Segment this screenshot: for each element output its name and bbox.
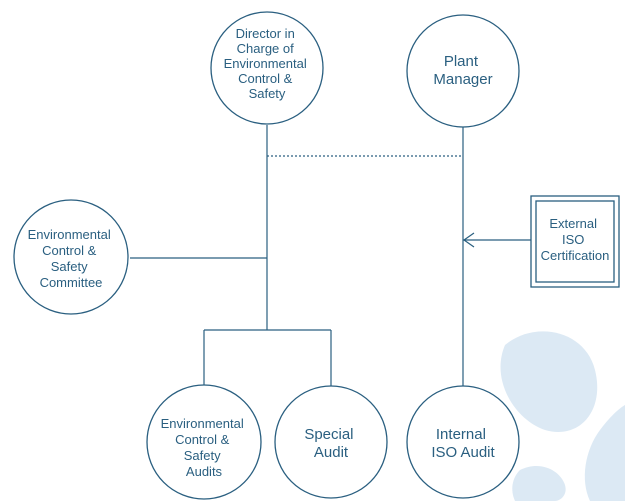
external-iso-node: External ISO Certification: [530, 195, 620, 288]
arrow-icon: [462, 232, 475, 248]
ecs-audits-label: Environmental Control & Safety Audits: [161, 416, 248, 479]
plant-manager-label: Plant Manager: [433, 53, 492, 88]
decorative-blobs: [500, 331, 625, 501]
plant-manager-node: Plant Manager: [406, 14, 520, 128]
committee-node: Environmental Control & Safety Committee: [13, 199, 129, 315]
internal-iso-label: Internal ISO Audit: [431, 426, 495, 461]
connectors: [130, 125, 531, 393]
committee-label: Environmental Control & Safety Committee: [28, 227, 115, 290]
director-node: Director in Charge of Environmental Cont…: [210, 11, 324, 125]
special-audit-label: Special Audit: [304, 426, 357, 461]
internal-iso-node: Internal ISO Audit: [406, 385, 520, 499]
ecs-audits-node: Environmental Control & Safety Audits: [146, 384, 262, 500]
special-audit-node: Special Audit: [274, 385, 388, 499]
external-iso-label: External ISO Certification: [541, 216, 610, 263]
director-label: Director in Charge of Environmental Cont…: [224, 26, 311, 101]
